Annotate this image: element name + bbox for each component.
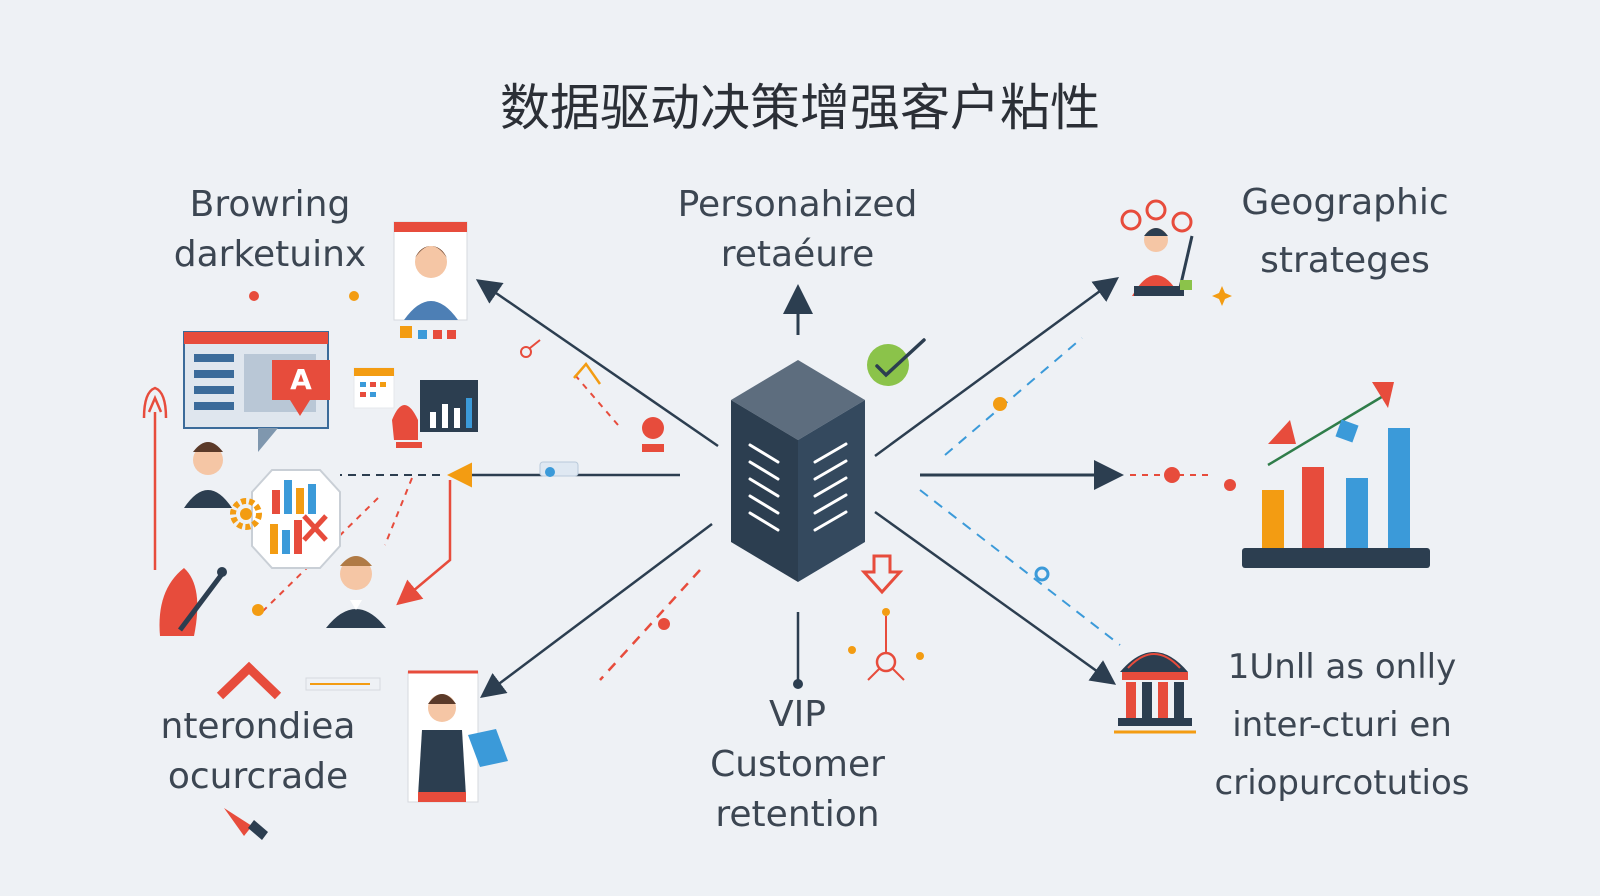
checkmark-icon (867, 338, 926, 386)
pencil-icon (520, 339, 602, 385)
label-line: Browring (189, 184, 351, 225)
label-line: strateges (1260, 240, 1430, 281)
label-line: VIP (769, 694, 826, 735)
dot-marker (993, 397, 1007, 411)
dot-marker (658, 618, 670, 630)
growth-bar-chart-icon (1164, 382, 1430, 568)
caret-up-icon (216, 661, 282, 700)
label-browsing: Browring darketuinx (120, 180, 420, 280)
user-profile-card-icon (393, 221, 468, 339)
dot-marker (249, 291, 259, 301)
label-geographic: Geographic strateges (1210, 178, 1480, 286)
network-node-icon (848, 608, 924, 681)
presenter-chart-icon (392, 380, 478, 448)
browser-window-icon (183, 331, 330, 452)
label-line: retention (715, 794, 880, 835)
browser-badge-letter: A (290, 363, 312, 396)
label-line: criopurcotutios (1214, 763, 1470, 803)
guitar-person-icon (159, 567, 227, 636)
label-line: retaéure (720, 234, 875, 275)
label-line: ocurcrade (167, 756, 349, 797)
gear-icon (230, 498, 262, 530)
label-personalized: Personahized retaéure (620, 180, 975, 280)
rocket-icon (224, 808, 268, 840)
tag-icon (539, 461, 579, 477)
dot-marker (252, 604, 264, 616)
person-icon (326, 556, 386, 628)
label-bottom-left: nterondiea ocurcrade (118, 702, 398, 802)
label-bottom-right: 1Unll as onlly inter-cturi en criopurcot… (1172, 638, 1512, 812)
label-line: Geographic (1241, 182, 1449, 223)
label-line: inter-cturi en (1232, 705, 1452, 745)
label-line: 1Unll as onlly (1227, 647, 1457, 687)
pin-icon (642, 417, 664, 452)
label-line: Personahized (677, 184, 918, 225)
sparkle-icon (1212, 286, 1232, 306)
signal-icon (142, 386, 168, 419)
location-person-icon (1120, 199, 1194, 296)
analytics-board-icon (251, 469, 341, 569)
dot-marker (349, 291, 359, 301)
calendar-icon (353, 367, 395, 409)
label-vip: VIP Customer retention (660, 690, 935, 840)
person-icon (184, 442, 232, 508)
label-line: darketuinx (173, 234, 367, 275)
download-arrow-icon (860, 554, 904, 595)
building-icon (1034, 566, 1196, 734)
presenter-icon (305, 670, 508, 803)
server-stack-icon (731, 360, 865, 582)
label-line: Customer (710, 744, 885, 785)
page-title: 数据驱动决策增强客户粘性 (500, 79, 1100, 137)
connector-lines (153, 277, 1210, 698)
label-line: nterondiea (160, 706, 356, 747)
